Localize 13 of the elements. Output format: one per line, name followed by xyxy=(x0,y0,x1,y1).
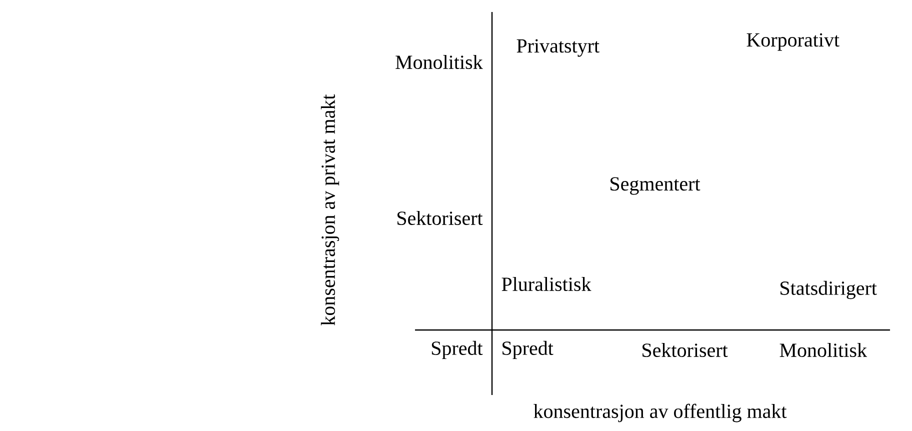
quadrant-label: Statsdirigert xyxy=(780,280,877,300)
axis-label: Sektorisert xyxy=(398,210,483,226)
axis-label: Monolitisk xyxy=(396,54,483,70)
quadrant-label: Korporativt xyxy=(746,33,840,51)
axis-label: Monolitisk xyxy=(780,342,868,358)
axis-label: Sektorisert xyxy=(642,342,728,358)
axis-label: Spredt xyxy=(432,340,483,360)
quadrant-label: Pluralistisk xyxy=(502,276,592,292)
axis-title: konsentrasjon av offentlig makt xyxy=(534,404,787,422)
quadrant-label: Segmentert xyxy=(610,177,700,195)
quadrant-label: Privatstyrt xyxy=(516,39,600,57)
axis-title: konsentrasjon av privat makt xyxy=(320,94,340,326)
axis-label: Spredt xyxy=(502,340,554,360)
